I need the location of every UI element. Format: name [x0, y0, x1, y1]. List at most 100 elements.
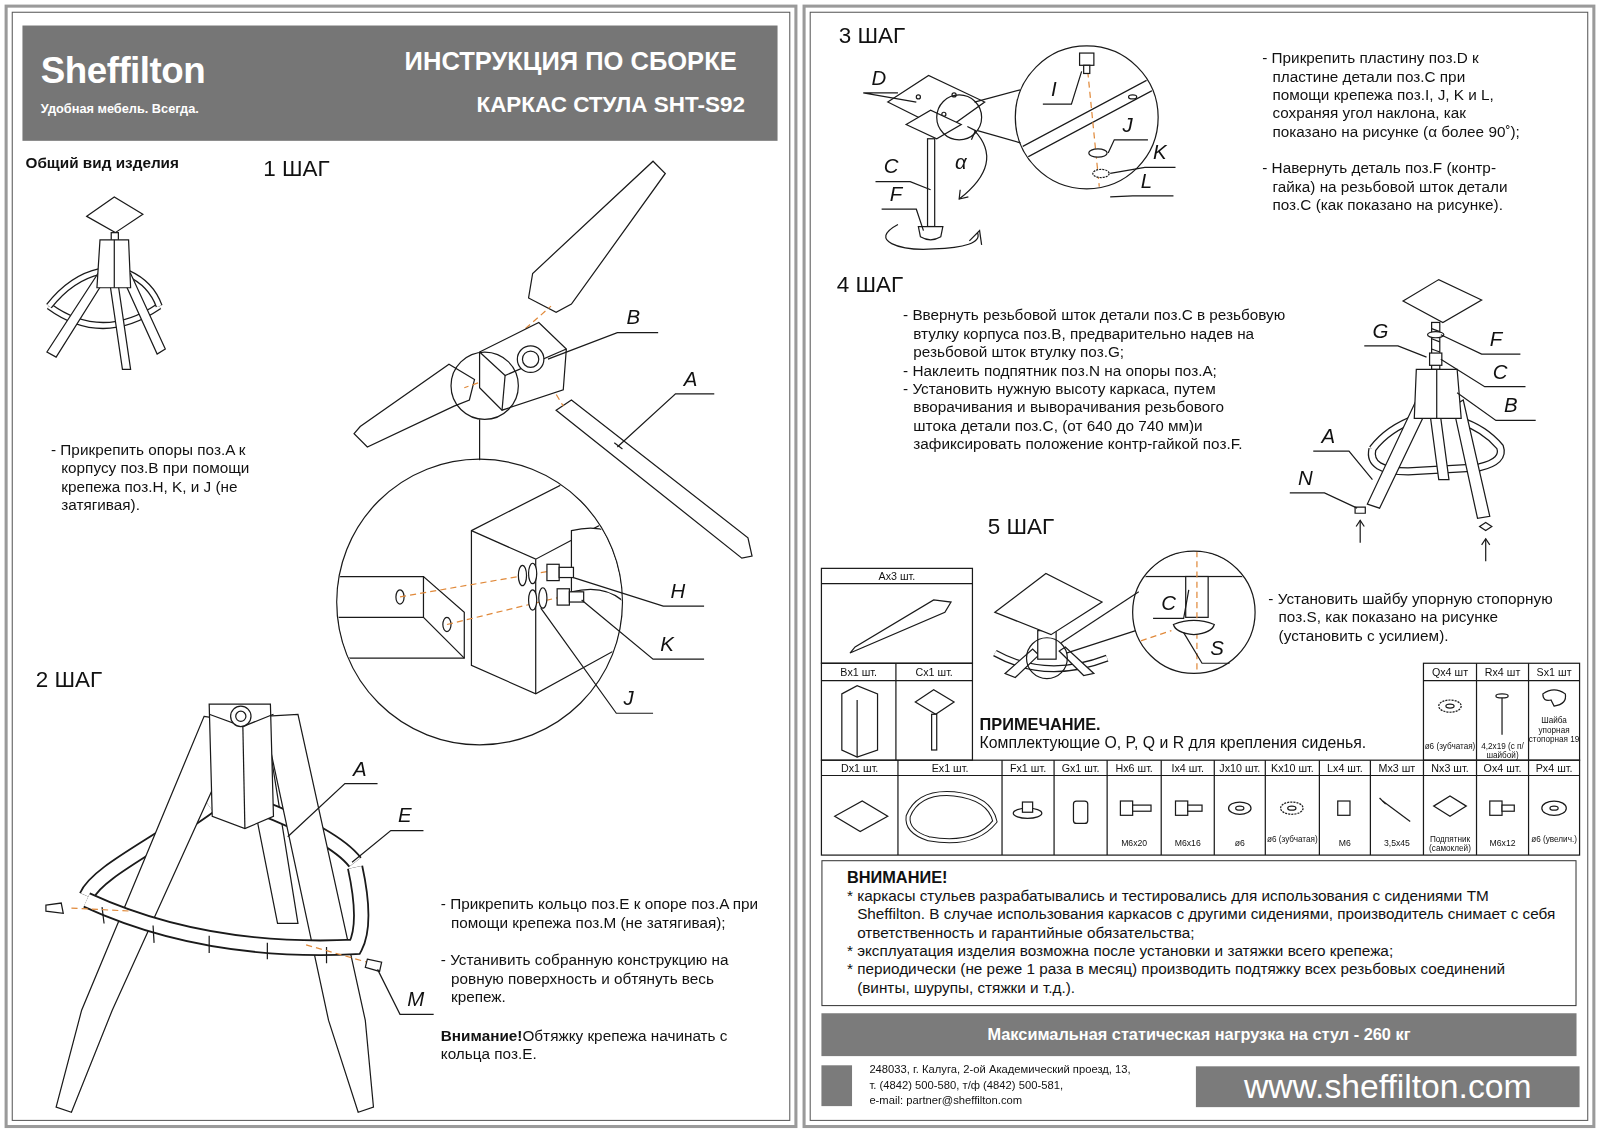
- general-view-chair: [114, 240, 115, 288]
- step5-washer-drawing: [995, 546, 1255, 679]
- table-cell: M6x20: [1107, 839, 1161, 848]
- part-icon: [908, 794, 995, 841]
- general-view-chair: [97, 240, 131, 288]
- parts-table: [821, 568, 1579, 855]
- document-subtitle: КАРКАС СТУЛА SHT-S92: [476, 93, 744, 118]
- part-icon: [1281, 802, 1303, 814]
- step3-plate-drawing: [882, 209, 924, 230]
- parts-table: [821, 663, 972, 760]
- step4-chair-drawing: [1441, 335, 1521, 354]
- page-frame: [12, 12, 790, 1120]
- step1-legs-drawing: [529, 590, 537, 610]
- table-header: Jx10 шт.: [1214, 762, 1265, 774]
- part-icon: [1542, 801, 1566, 815]
- warning-heading: ВНИМАНИЕ!: [847, 867, 1557, 887]
- step2-ring-drawing: [46, 903, 63, 913]
- step5-washer-drawing: [1141, 546, 1255, 674]
- step4-chair-drawing: [1457, 393, 1536, 421]
- step3-plate-drawing: [1084, 65, 1090, 73]
- step1-legs-drawing: [573, 578, 704, 607]
- address-line: 248033, г. Калуга, 2-ой Академический пр…: [869, 1063, 1130, 1076]
- table-header: Sx1 шт: [1529, 665, 1580, 677]
- general-view-chair: [47, 197, 165, 369]
- step5-washer-drawing: [1061, 592, 1139, 643]
- part-icon: [1496, 694, 1508, 698]
- instruction-text: - Прикрепить пластину поз.D к пластине д…: [1262, 49, 1522, 141]
- step2-ring-drawing: [102, 907, 326, 963]
- step1-legs-drawing: [471, 480, 637, 694]
- step1-legs-drawing: [557, 589, 569, 605]
- callout-letter: A: [684, 367, 698, 390]
- step3-plate-drawing: [1093, 169, 1109, 177]
- parts-table: [821, 583, 972, 584]
- callout-letter: F: [1490, 328, 1502, 351]
- step5-washer-drawing: [995, 573, 1102, 634]
- parts-table: [1423, 680, 1579, 681]
- step1-legs-drawing: [443, 617, 451, 631]
- step2-ring-drawing: [365, 959, 381, 971]
- part-icon: [1439, 700, 1461, 712]
- section-heading: Общий вид изделия: [26, 154, 179, 172]
- step1-legs-drawing: [479, 419, 480, 460]
- table-cell: M6: [1319, 839, 1370, 848]
- callout-letter: A: [353, 757, 367, 780]
- step2-ring-drawing: [288, 784, 378, 837]
- step1-legs-drawing: [522, 351, 538, 367]
- table-header: Px4 шт.: [1529, 762, 1580, 774]
- step1-legs-drawing: [327, 577, 465, 659]
- step1-legs-drawing: [327, 480, 638, 694]
- table-header: Qx4 шт: [1423, 665, 1476, 677]
- part-icon: [1490, 801, 1502, 815]
- website-text: www.sheffilton.com: [1244, 1067, 1532, 1107]
- step4-chair-drawing: [1364, 346, 1426, 357]
- part-icon: [1236, 806, 1244, 810]
- step1-legs-drawing: [480, 322, 567, 410]
- parts-table: [1476, 663, 1477, 760]
- warning-item: * периодически (не реже 1 раза в месяц) …: [847, 960, 1557, 997]
- page-frame: [804, 6, 1594, 1126]
- instruction-text: - Устанивить собранную конструкцию на ро…: [441, 951, 768, 1006]
- table-cell: 4,2x19 (с п/шайбой): [1477, 742, 1529, 760]
- callout-letter: K: [1153, 141, 1167, 164]
- table-header: Nx3 шт.: [1423, 762, 1476, 774]
- step3-plate-drawing: [916, 95, 920, 99]
- table-header: Bx1 шт.: [821, 665, 895, 677]
- step2-ring-drawing: [46, 704, 434, 1112]
- note-text: Комплектующие O, P, Q и R для крепления …: [980, 734, 1367, 752]
- address-line: т. (4842) 500-580, т/ф (4842) 500-581,: [869, 1079, 1063, 1092]
- table-cell: ø6 (увелич.): [1529, 835, 1580, 844]
- part-icon: [1073, 801, 1087, 823]
- instruction-text: - Навернуть деталь поз.F (контр-гайка) н…: [1262, 159, 1522, 214]
- part-icon: [835, 600, 1567, 841]
- callout-letter: D: [871, 66, 886, 89]
- part-icon: [1176, 801, 1188, 815]
- angle-symbol: α: [955, 151, 967, 174]
- part-icon: [1383, 801, 1411, 821]
- step4-chair-drawing: [1290, 280, 1536, 562]
- step3-plate-drawing: [928, 139, 935, 227]
- instruction-text: - Прикрепить кольцо поз.E к опоре поз.A …: [441, 895, 768, 932]
- step1-legs-drawing: [502, 376, 505, 411]
- step4-chair-drawing: [1436, 369, 1437, 418]
- part-icon: [1188, 805, 1202, 811]
- step5-washer-drawing: [1059, 647, 1094, 676]
- step-heading: 3 ШАГ: [839, 22, 905, 48]
- step3-plate-drawing: [1088, 71, 1102, 214]
- step5-washer-drawing: [1153, 590, 1189, 619]
- step3-plate-drawing: [918, 227, 942, 240]
- step1-legs-drawing: [547, 564, 559, 580]
- step2-ring-drawing: [243, 727, 245, 829]
- step4-chair-drawing: [1441, 359, 1526, 387]
- step3-plate-drawing: [974, 90, 1020, 102]
- step4-chair-drawing: [1414, 369, 1461, 418]
- step2-ring-drawing: [352, 831, 423, 863]
- part-icon: [1338, 801, 1350, 815]
- table-header: Ix4 шт.: [1161, 762, 1214, 774]
- step3-plate-drawing: [1015, 46, 1158, 189]
- step2-ring-drawing: [378, 969, 434, 1014]
- step4-chair-drawing: [1360, 520, 1361, 542]
- instruction-text: - Ввернуть резьбовой шток детали поз.C в…: [903, 306, 1332, 361]
- part-icon: [1380, 798, 1386, 804]
- step4-chair-drawing: [1356, 520, 1364, 526]
- table-cell: M6x12: [1477, 839, 1529, 848]
